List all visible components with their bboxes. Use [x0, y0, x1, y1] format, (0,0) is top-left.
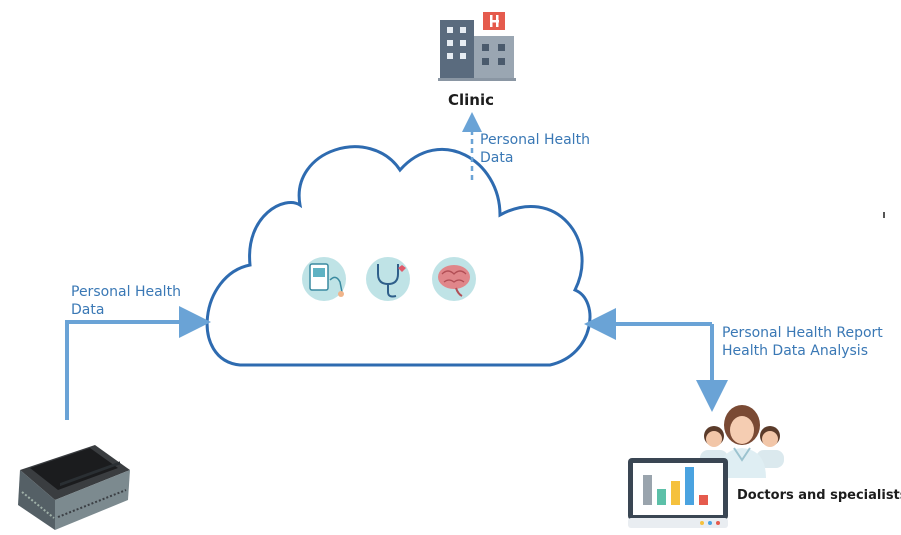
clinic-building-icon	[438, 12, 516, 81]
clinic-label: Clinic	[448, 91, 495, 109]
device-monitor-icon	[302, 257, 346, 301]
clinic-edge-label-line2: Data	[480, 150, 514, 166]
doctors-label: Doctors and specialists	[737, 488, 901, 503]
cloud-shape	[205, 145, 592, 367]
embedded-device-board-icon	[18, 445, 130, 530]
device-edge-label-line2: Data	[71, 302, 105, 318]
stethoscope-icon	[366, 257, 410, 301]
doctors-edge-label-line2: Health Data Analysis	[722, 343, 868, 359]
clinic-edge-label-line1: Personal Health	[480, 132, 590, 148]
device-edge-label-line1: Personal Health	[71, 284, 181, 300]
brain-icon	[432, 257, 476, 301]
arrow-device-to-cloud	[65, 306, 211, 420]
analytics-monitor-icon	[628, 458, 728, 528]
doctors-edge-label-line1: Personal Health Report	[722, 325, 883, 341]
